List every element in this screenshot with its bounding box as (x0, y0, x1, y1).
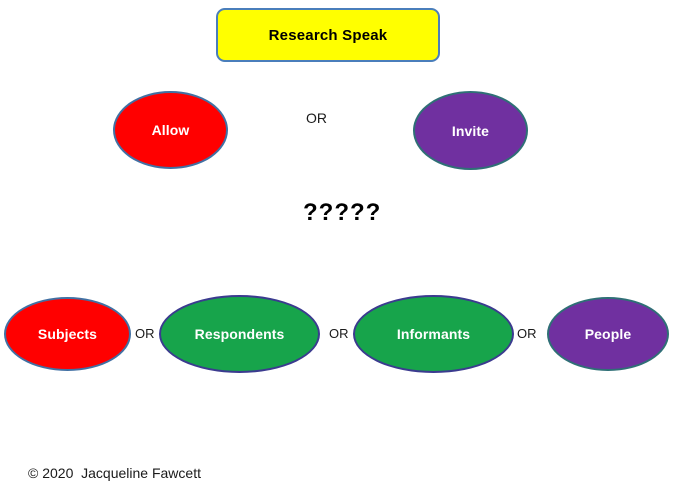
connector-bottom-or-1: OR (135, 326, 155, 341)
node-invite-label: Invite (451, 122, 490, 139)
node-respondents[interactable]: Respondents (159, 295, 320, 373)
title-box: Research Speak (216, 8, 440, 62)
connector-bottom-or-2: OR (329, 326, 349, 341)
node-people-label: People (584, 326, 632, 342)
node-informants-label: Informants (396, 326, 471, 342)
node-subjects-label: Subjects (37, 326, 98, 342)
node-subjects[interactable]: Subjects (4, 297, 131, 371)
node-people[interactable]: People (547, 297, 669, 371)
node-allow-label: Allow (151, 122, 190, 138)
node-informants[interactable]: Informants (353, 295, 514, 373)
node-allow[interactable]: Allow (113, 91, 228, 169)
connector-top-or: OR (306, 110, 327, 126)
page-title: Research Speak (268, 26, 388, 44)
node-invite[interactable]: Invite (413, 91, 528, 170)
copyright-notice: © 2020 Jacqueline Fawcett (28, 465, 201, 481)
uncertainty-marker: ????? (303, 199, 382, 226)
connector-bottom-or-3: OR (517, 326, 537, 341)
node-respondents-label: Respondents (194, 326, 285, 342)
